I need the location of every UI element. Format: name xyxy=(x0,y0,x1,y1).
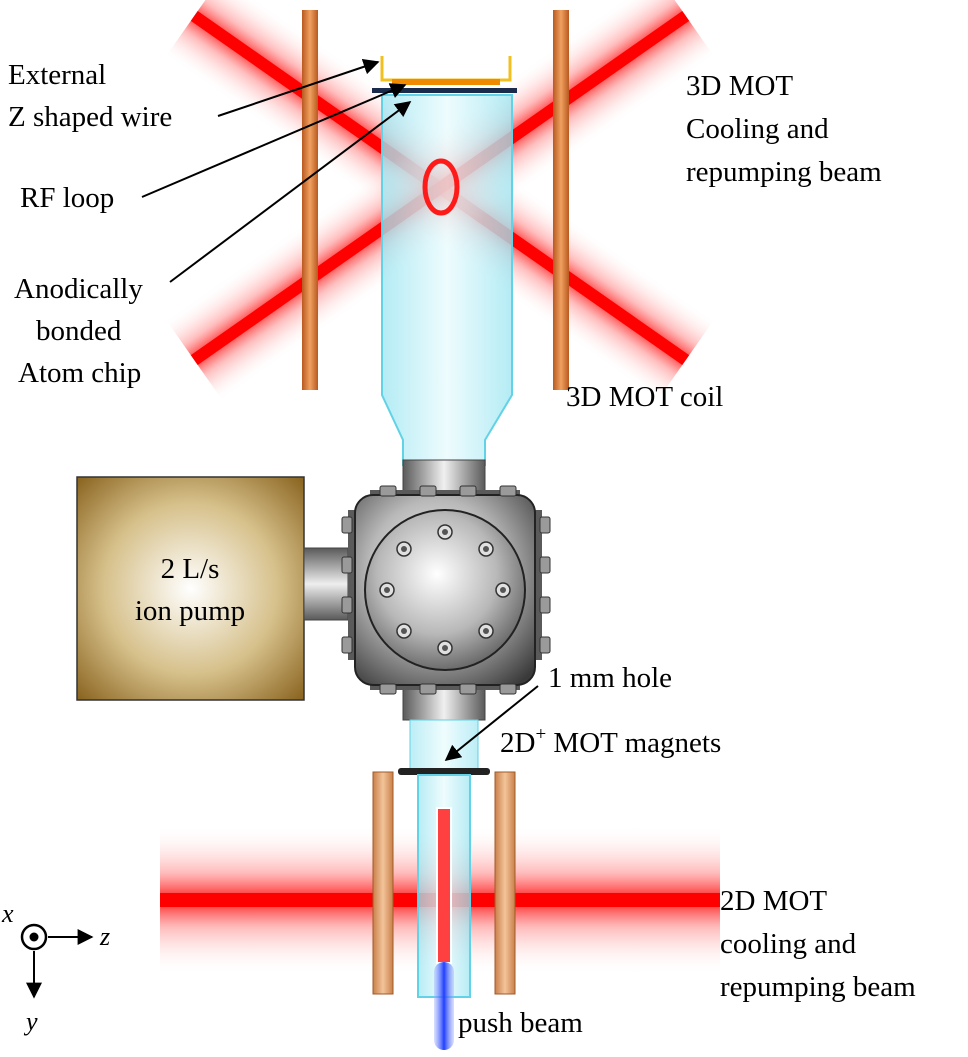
flange-bolt-right xyxy=(539,516,551,534)
leader-arrows xyxy=(141,59,539,762)
flange-bolt-top xyxy=(379,485,397,497)
atom-chip-substrate xyxy=(372,88,517,93)
viewport-bolt-center xyxy=(400,628,407,635)
label-rf-loop: RF loop xyxy=(20,182,114,214)
label-2d-magnets: 2D+ MOT magnets xyxy=(500,724,721,759)
atom-beam-2d xyxy=(436,807,452,964)
viewport-bolt-center xyxy=(442,645,448,651)
flange-bolts xyxy=(341,485,551,695)
3d-mot-coil-left xyxy=(302,10,318,390)
atom-chip xyxy=(392,79,500,85)
2d-magnet-right xyxy=(494,771,516,995)
flange-bolt-left xyxy=(341,636,353,654)
atom-cloud-3d xyxy=(422,158,460,216)
viewport-bolt-center xyxy=(400,545,407,552)
label-2d-magnets-prefix: 2D xyxy=(500,727,535,759)
label-3d-beam-3: repumping beam xyxy=(686,156,882,188)
flange-bolt-bottom xyxy=(499,683,517,695)
differential-tube xyxy=(409,719,479,771)
flange-bolt-top xyxy=(419,485,437,497)
flange-bolt-top xyxy=(459,485,477,497)
flange-bolt-bottom xyxy=(419,683,437,695)
viewport-bolt-center xyxy=(483,545,490,552)
flange-bolt-bottom xyxy=(459,683,477,695)
viewport-bolt-center xyxy=(442,529,448,535)
axis-label-y: y xyxy=(23,1007,38,1036)
label-ion-pump-2: ion pump xyxy=(135,595,245,627)
label-atom-chip-3: Atom chip xyxy=(18,357,141,389)
flange-bolt-right xyxy=(539,556,551,574)
label-external-wire-2: Z shaped wire xyxy=(8,101,172,133)
label-3d-beam-2: Cooling and xyxy=(686,113,829,145)
label-2d-magnets-suffix: MOT magnets xyxy=(546,727,721,759)
viewport-bolt-center xyxy=(384,587,390,593)
label-2d-beam-1: 2D MOT xyxy=(720,885,827,917)
push-beam xyxy=(434,962,454,1050)
flange-bolt-right xyxy=(539,596,551,614)
flange-bolt-bottom xyxy=(379,683,397,695)
coordinate-axes: x z y xyxy=(1,899,110,1036)
label-2d-beam-3: repumping beam xyxy=(720,971,916,1003)
flange-bolt-left xyxy=(341,516,353,534)
2d-magnet-left xyxy=(372,771,394,995)
axis-label-z: z xyxy=(99,922,110,951)
ion-pump xyxy=(76,476,305,701)
z-shaped-wire xyxy=(380,56,512,82)
flange-bolt-left xyxy=(341,596,353,614)
label-hole: 1 mm hole xyxy=(548,662,672,694)
viewport-bolt-center xyxy=(500,587,506,593)
flange-bolt-top xyxy=(499,485,517,497)
label-2d-beam-2: cooling and xyxy=(720,928,857,960)
label-ion-pump-1: 2 L/s xyxy=(161,553,220,585)
viewport-bolt-center xyxy=(483,628,490,635)
label-2d-magnets-sup: + xyxy=(535,724,546,745)
3d-mot-coil-right xyxy=(553,10,569,390)
aperture-plate xyxy=(398,768,490,775)
label-external-wire-1: External xyxy=(8,59,106,91)
flange-bolt-right xyxy=(539,636,551,654)
label-push-beam: push beam xyxy=(458,1007,583,1039)
flange-bolt-left xyxy=(341,556,353,574)
label-atom-chip-1: Anodically xyxy=(14,273,143,305)
pump-connector xyxy=(303,547,349,621)
label-3d-mot-coil: 3D MOT coil xyxy=(566,381,723,413)
glass-cell xyxy=(381,94,513,466)
label-3d-beam-1: 3D MOT xyxy=(686,70,793,102)
axis-label-x: x xyxy=(1,899,14,928)
label-atom-chip-2: bonded xyxy=(36,315,122,347)
vacuum-cross xyxy=(348,459,542,721)
